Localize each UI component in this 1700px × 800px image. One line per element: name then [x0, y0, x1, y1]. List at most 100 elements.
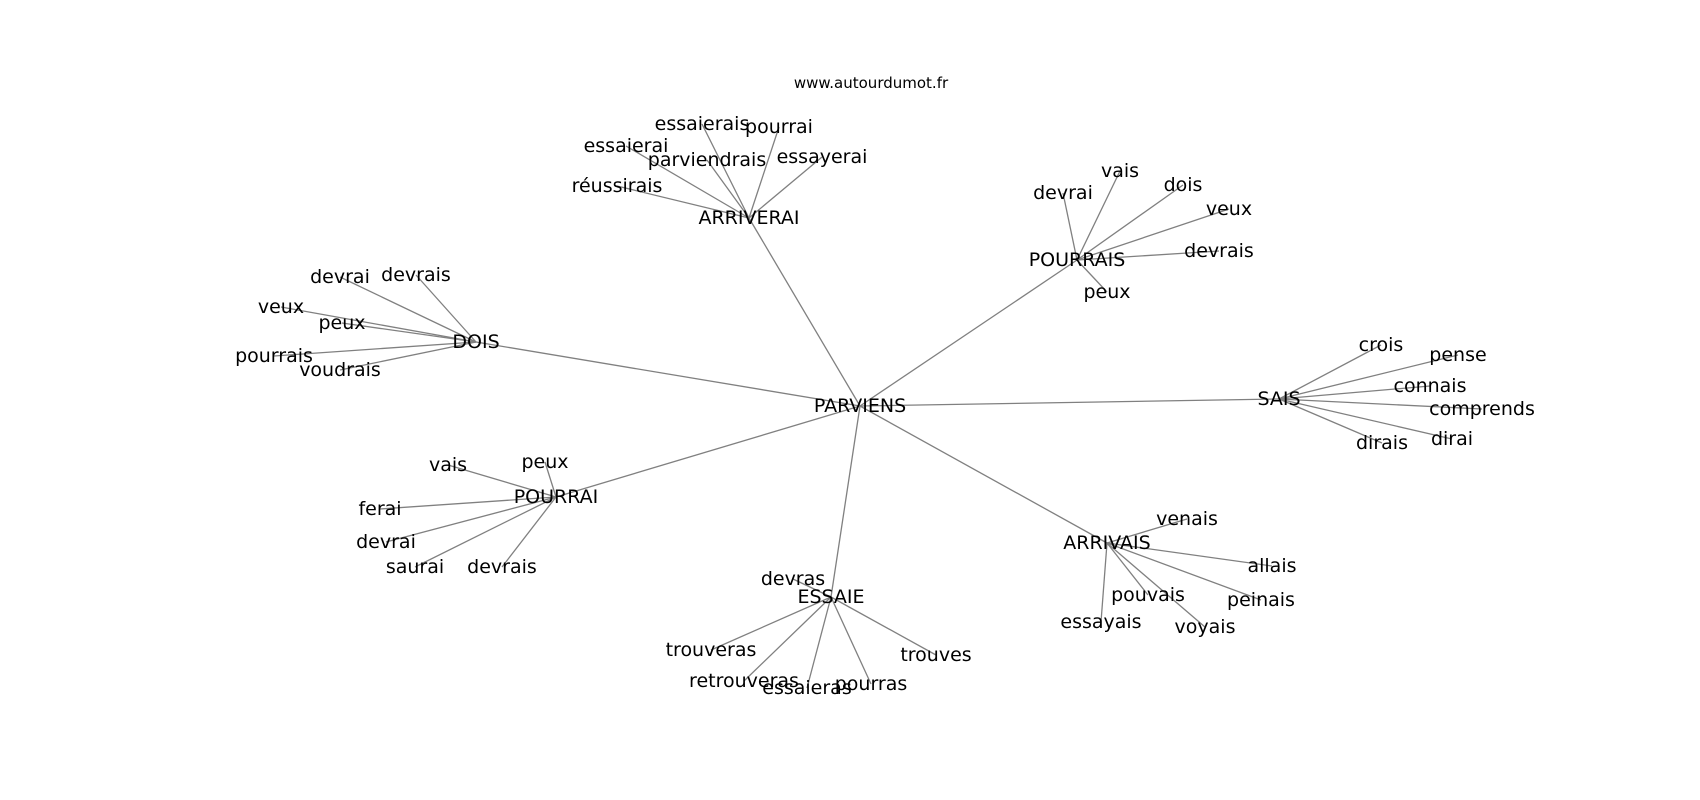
- edge-essaie-1: [710, 596, 832, 651]
- leaf-word-label: crois: [1359, 334, 1404, 356]
- leaf-word-label: peux: [1083, 281, 1130, 303]
- edge-arriverai-0: [701, 123, 750, 219]
- edge-pourrais-3: [1076, 208, 1230, 261]
- edge-pourrai-0: [447, 464, 557, 498]
- leaf-word-label: dirais: [1356, 432, 1408, 454]
- edge-arrivais-1: [1106, 542, 1273, 567]
- edge-sais-5: [1278, 398, 1453, 440]
- cluster-node-label: POURRAI: [514, 486, 599, 508]
- edge-pourrai-5: [501, 496, 557, 568]
- edge-pourrais-0: [1076, 170, 1121, 261]
- leaf-word-label: saurai: [386, 556, 444, 578]
- edge-arriverai-4: [748, 156, 823, 219]
- edge-center-sais: [859, 398, 1280, 407]
- leaf-word-label: réussirais: [572, 175, 663, 197]
- cluster-node-label: POURRAIS: [1029, 249, 1126, 271]
- edge-pourrai-4: [414, 496, 557, 568]
- leaf-word-label: pouvais: [1111, 584, 1185, 606]
- edge-sais-2: [1278, 385, 1431, 400]
- edge-dois-1: [415, 274, 477, 343]
- leaf-word-label: essayerai: [777, 146, 868, 168]
- leaf-word-label: peinais: [1227, 589, 1295, 611]
- edge-dois-2: [280, 306, 477, 343]
- leaf-word-label: ferai: [358, 498, 401, 520]
- edge-arriverai-3: [706, 159, 750, 219]
- edge-essaie-0: [792, 578, 832, 598]
- edge-essaie-3: [743, 596, 832, 682]
- leaf-word-label: essaierais: [655, 113, 750, 135]
- leaf-word-label: dirai: [1431, 428, 1473, 450]
- leaf-word-label: pense: [1429, 344, 1486, 366]
- leaf-word-label: vais: [1101, 160, 1139, 182]
- center-node-label: PARVIENS: [814, 395, 906, 417]
- leaf-word-label: trouveras: [666, 639, 757, 661]
- leaf-word-label: essaieras: [762, 677, 851, 699]
- leaf-word-label: parviendrais: [648, 149, 766, 171]
- edge-pourrai-3: [385, 496, 557, 543]
- leaf-word-label: pourras: [835, 673, 908, 695]
- leaf-word-label: veux: [1206, 198, 1252, 220]
- leaf-word-label: vais: [429, 454, 467, 476]
- edge-arriverai-5: [616, 185, 750, 219]
- leaf-word-label: devras: [761, 568, 825, 590]
- edge-arrivais-3: [1106, 542, 1262, 601]
- edge-arriverai-1: [748, 126, 780, 219]
- leaf-word-label: devrais: [467, 556, 537, 578]
- source-credit: www.autourdumot.fr: [794, 74, 949, 92]
- edge-pourrais-4: [1076, 250, 1220, 261]
- leaf-word-label: devrais: [1184, 240, 1254, 262]
- edge-sais-1: [1278, 354, 1459, 400]
- edge-center-dois: [475, 341, 861, 407]
- leaf-word-label: retrouveras: [689, 670, 799, 692]
- edge-essaie-4: [806, 596, 832, 689]
- leaf-word-label: connais: [1394, 375, 1467, 397]
- leaf-word-label: dois: [1164, 174, 1203, 196]
- leaf-word-label: venais: [1156, 508, 1218, 530]
- edge-dois-3: [341, 322, 477, 343]
- edge-pourrais-2: [1062, 192, 1078, 261]
- edge-pourrais-1: [1076, 184, 1184, 261]
- leaf-word-label: devrai: [310, 266, 370, 288]
- cluster-node-label: ESSAIE: [797, 586, 864, 608]
- graph-edges: [273, 123, 1483, 689]
- leaf-word-label: devrai: [1033, 182, 1093, 204]
- edge-dois-0: [339, 276, 477, 343]
- edge-arrivais-0: [1106, 518, 1188, 544]
- leaf-word-label: pourrai: [745, 116, 813, 138]
- edge-arrivais-5: [1106, 542, 1206, 628]
- leaf-word-label: peux: [318, 312, 365, 334]
- edge-dois-4: [273, 341, 477, 357]
- leaf-word-label: voudrais: [299, 359, 381, 381]
- cluster-node-label: DOIS: [452, 331, 499, 353]
- edge-center-pourrai: [555, 405, 861, 498]
- leaf-word-label: peux: [521, 451, 568, 473]
- leaf-word-label: essayais: [1060, 611, 1141, 633]
- edge-essaie-2: [830, 596, 937, 656]
- edge-arriverai-2: [625, 145, 750, 219]
- edge-center-arriverai: [748, 217, 861, 407]
- edge-arrivais-4: [1100, 542, 1108, 623]
- edge-sais-3: [1278, 398, 1483, 410]
- leaf-word-label: voyais: [1175, 616, 1236, 638]
- edge-dois-5: [339, 341, 477, 371]
- edge-sais-4: [1278, 398, 1383, 444]
- leaf-word-label: trouves: [900, 644, 971, 666]
- edge-pourrais-5: [1076, 259, 1108, 293]
- edge-center-pourrais: [859, 259, 1078, 407]
- graph-labels: www.autourdumot.fr PARVIENS ARRIVERAI essa…: [235, 74, 1535, 699]
- edge-sais-0: [1278, 344, 1382, 400]
- leaf-word-label: devrai: [356, 531, 416, 553]
- leaf-word-label: comprends: [1429, 398, 1535, 420]
- edge-essaie-5: [830, 596, 872, 685]
- edge-pourrai-1: [544, 461, 557, 498]
- leaf-word-label: devrais: [381, 264, 451, 286]
- leaf-word-label: pourrais: [235, 345, 313, 367]
- cluster-node-label: SAIS: [1257, 388, 1300, 410]
- cluster-node-label: ARRIVERAI: [698, 207, 799, 229]
- edge-pourrai-2: [379, 496, 557, 510]
- leaf-word-label: allais: [1247, 555, 1296, 577]
- leaf-word-label: veux: [258, 296, 304, 318]
- edge-arrivais-2: [1106, 542, 1149, 596]
- leaf-word-label: essaierai: [584, 135, 669, 157]
